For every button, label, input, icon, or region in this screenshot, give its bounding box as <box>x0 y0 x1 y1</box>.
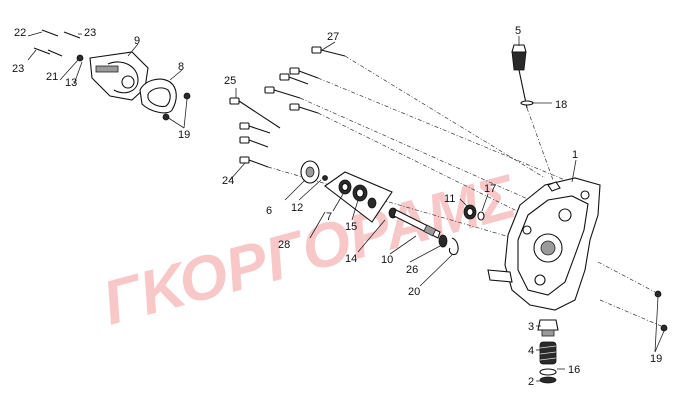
drain-plug-3 <box>537 319 559 337</box>
bolt-long-b <box>279 73 309 85</box>
callout-15: 15 <box>345 221 357 233</box>
callout-6: 6 <box>266 205 272 217</box>
pump-bolts <box>33 29 191 121</box>
circlip-20 <box>448 237 459 256</box>
callout-24: 24 <box>222 175 234 187</box>
seal-17 <box>477 211 485 221</box>
callout-26: 26 <box>406 264 418 276</box>
leader-lines <box>27 31 665 382</box>
callout-10: 10 <box>381 254 393 266</box>
callout-19-right: 19 <box>650 353 662 365</box>
bearing-11 <box>463 204 477 220</box>
callout-14: 14 <box>345 253 357 265</box>
callout-25: 25 <box>224 75 236 87</box>
shaft-10 <box>388 207 441 239</box>
callout-23-left: 23 <box>12 63 24 75</box>
callout-16: 16 <box>568 364 580 376</box>
callout-23-top: 23 <box>84 27 96 39</box>
water-pump-gasket <box>139 78 177 114</box>
dipstick-o-ring <box>520 100 534 106</box>
callout-12: 12 <box>291 202 303 214</box>
callout-9: 9 <box>134 35 140 47</box>
bolt-long-a <box>289 67 566 181</box>
callout-1: 1 <box>572 149 578 161</box>
callout-7: 7 <box>326 211 332 223</box>
pin-12 <box>322 175 328 181</box>
water-pump-assembly <box>89 51 149 101</box>
bolt-25 <box>229 97 281 129</box>
crankcase-cover <box>487 177 601 311</box>
callout-11: 11 <box>444 193 455 205</box>
callout-27: 27 <box>327 31 339 43</box>
callout-5: 5 <box>515 25 521 37</box>
callout-28: 28 <box>278 239 290 251</box>
callout-17: 17 <box>484 183 496 195</box>
callout-3: 3 <box>528 321 534 333</box>
bolt-27 <box>311 46 546 179</box>
callout-2: 2 <box>528 376 534 388</box>
callout-18: 18 <box>555 99 567 111</box>
bolt-short-a <box>239 122 271 134</box>
callout-19-left: 19 <box>178 129 190 141</box>
callout-labels: 1 2 3 4 5 6 7 8 9 10 11 12 13 14 15 16 1… <box>12 25 662 388</box>
bolt-short-b <box>239 136 269 148</box>
callout-21: 21 <box>46 71 58 83</box>
bolt-long-c <box>264 86 531 201</box>
spring-4 <box>539 341 557 365</box>
callout-20: 20 <box>408 286 420 298</box>
callout-8: 8 <box>178 61 184 73</box>
callout-22: 22 <box>14 27 26 39</box>
callout-4: 4 <box>528 345 534 357</box>
seal-kit-28 <box>324 171 393 223</box>
dipstick <box>511 44 554 181</box>
washer-6 <box>300 160 320 184</box>
strainer-2 <box>539 368 557 384</box>
crankcase-bolts <box>229 46 566 241</box>
bearing-26 <box>438 234 448 248</box>
watermark: ΓΚΟΡΓΟΡΑΜΣ <box>96 162 524 339</box>
bolt-long-d <box>289 103 526 216</box>
callout-13: 13 <box>65 77 77 89</box>
